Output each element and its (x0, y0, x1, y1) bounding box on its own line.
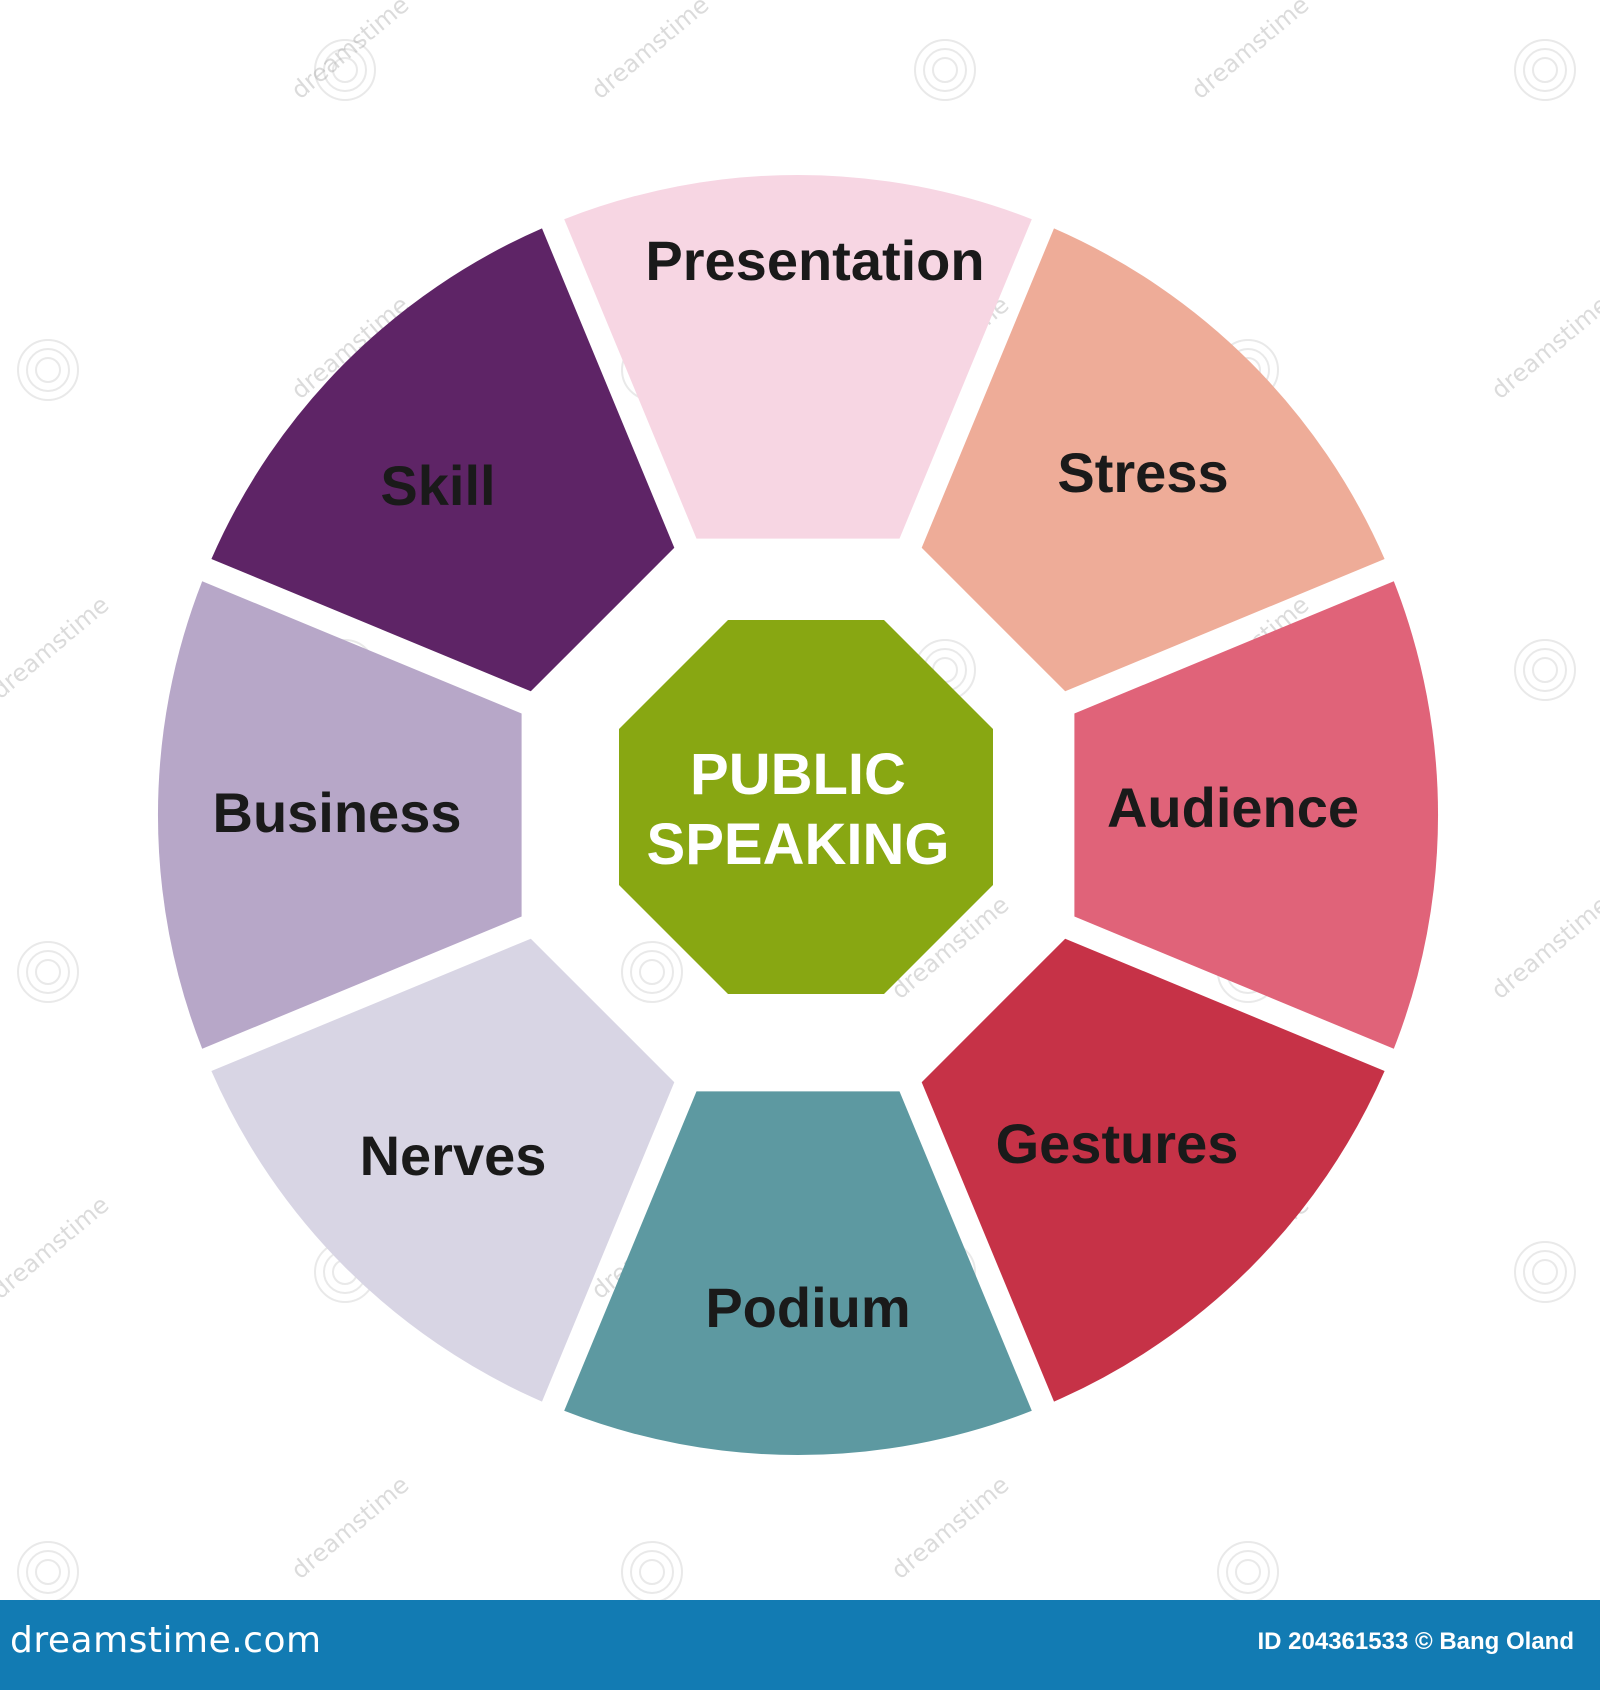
watermark-swirl-icon (932, 57, 958, 83)
segment-nerves (211, 938, 675, 1402)
watermark-swirl-icon (1514, 39, 1576, 101)
watermark-text: dreamstime (586, 0, 714, 105)
watermark-swirl-icon (1523, 48, 1567, 92)
watermark-text: dreamstime (0, 590, 114, 704)
watermark-text: dreamstime (0, 1190, 114, 1304)
watermark-swirl-icon (621, 1541, 683, 1600)
segment-label-nerves: Nerves (360, 1124, 547, 1187)
watermark-text: dreamstime (286, 1470, 414, 1584)
watermark-swirl-icon (332, 57, 358, 83)
watermark-swirl-icon (1532, 1259, 1558, 1285)
watermark-swirl-icon (630, 1550, 674, 1594)
watermark-swirl-icon (1514, 639, 1576, 701)
watermark-swirl-icon (1532, 657, 1558, 683)
watermark-swirl-icon (26, 950, 70, 994)
footer-brand[interactable]: dreamstime.com (10, 1620, 322, 1661)
watermark-swirl-icon (26, 348, 70, 392)
footer-bar: dreamstime.com ID 204361533 © Bang Oland (0, 1600, 1600, 1690)
watermark-swirl-icon (26, 1550, 70, 1594)
watermark-swirl-icon (914, 39, 976, 101)
watermark-text: dreamstime (1486, 290, 1600, 404)
watermark-swirl-icon (923, 48, 967, 92)
segment-label-gestures: Gestures (996, 1112, 1239, 1175)
segment-presentation (564, 174, 1032, 539)
watermark-swirl-icon (17, 1541, 79, 1600)
segment-business (157, 581, 522, 1049)
segment-label-podium: Podium (705, 1276, 910, 1339)
segment-skill (211, 228, 675, 692)
watermark-swirl-icon (1532, 57, 1558, 83)
segment-labels: PresentationStressAudienceGesturesPodium… (213, 229, 1360, 1339)
watermark-swirl-icon (35, 1559, 61, 1585)
watermark-swirl-icon (35, 357, 61, 383)
watermark-text: dreamstime (1486, 890, 1600, 1004)
public-speaking-diagram: dreamstime dreamstime dreamstime dreamstime… (0, 0, 1600, 1600)
segment-gestures (921, 938, 1385, 1402)
watermark-swirl-icon (1514, 1241, 1576, 1303)
watermark-swirl-icon (323, 48, 367, 92)
segment-podium (564, 1091, 1032, 1456)
segment-label-skill: Skill (380, 454, 495, 517)
watermark-text: dreamstime (886, 1470, 1014, 1584)
watermark-swirl-icon (17, 941, 79, 1003)
watermark-swirl-icon (630, 950, 674, 994)
watermark-swirl-icon (1235, 1559, 1261, 1585)
segment-audience (1074, 581, 1439, 1049)
watermark-swirl-icon (1523, 648, 1567, 692)
watermark-swirl-icon (1523, 1250, 1567, 1294)
watermark-swirl-icon (35, 959, 61, 985)
watermark-swirl-icon (621, 941, 683, 1003)
watermark-swirl-icon (17, 339, 79, 401)
watermark-swirl-icon (639, 959, 665, 985)
center-title-line-2: SPEAKING (647, 812, 950, 877)
watermark-text: dreamstime (286, 0, 414, 105)
center-octagon (619, 620, 993, 994)
segment-label-stress: Stress (1057, 441, 1228, 504)
watermark-swirl-icon (1226, 1550, 1270, 1594)
segment-ring (157, 174, 1439, 1456)
center-title-line-1: PUBLIC (690, 742, 906, 807)
watermark-swirl-icon (1217, 1541, 1279, 1600)
segment-label-audience: Audience (1107, 776, 1359, 839)
watermark-swirl-icon (314, 39, 376, 101)
segment-label-presentation: Presentation (645, 229, 984, 292)
watermark-swirl-icon (639, 1559, 665, 1585)
footer-credit: ID 204361533 © Bang Oland (1257, 1628, 1575, 1655)
segment-stress (921, 228, 1385, 692)
segment-label-business: Business (213, 781, 462, 844)
watermark-text: dreamstime (1186, 0, 1314, 105)
